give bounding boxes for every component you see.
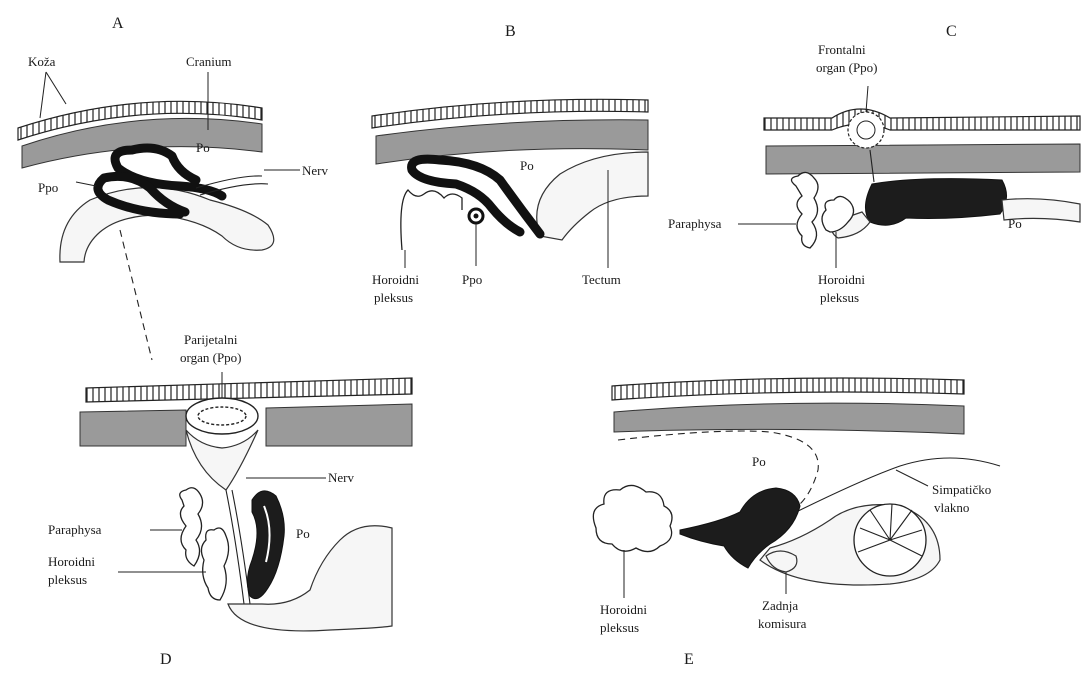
panel-e-choroid-plexus <box>593 485 672 551</box>
panel-d-paraphysa <box>180 488 203 566</box>
leader-a-ppo <box>76 182 96 186</box>
panel-a: A Koža Cranium Po Nerv Ppo <box>18 15 328 360</box>
label-d-paraphysa: Paraphysa <box>48 522 102 537</box>
leader-e-sympathetic <box>896 470 928 486</box>
label-c-frontal-1: Frontalni <box>818 42 866 57</box>
panel-e-skin <box>612 378 964 400</box>
label-b-ppo: Ppo <box>462 272 482 287</box>
label-d-parietal-1: Parijetalni <box>184 332 238 347</box>
label-e-commissure-1: Zadnja <box>762 598 798 613</box>
panel-d-cranium-left <box>80 410 186 446</box>
label-c-frontal-2: organ (Ppo) <box>816 60 878 75</box>
panel-a-to-d-guide <box>120 230 152 360</box>
label-c-paraphysa: Paraphysa <box>668 216 722 231</box>
label-c-po: Po <box>1008 216 1022 231</box>
label-c-plexus-2: pleksus <box>820 290 859 305</box>
panel-d-parietal-lumen <box>198 407 246 425</box>
label-e-sympathetic-1: Simpatičko <box>932 482 991 497</box>
leader-skin-2 <box>46 72 66 104</box>
panel-d-cranium-right <box>266 404 412 446</box>
label-e-plexus-1: Horoidni <box>600 602 647 617</box>
label-a-ppo: Ppo <box>38 180 58 195</box>
panel-c-paraphysa <box>791 172 818 248</box>
panel-b-choroid-plexus <box>401 190 462 250</box>
label-a-po: Po <box>196 140 210 155</box>
label-e-po: Po <box>752 454 766 469</box>
label-e-plexus-2: pleksus <box>600 620 639 635</box>
panel-e-commissure <box>766 551 797 572</box>
panel-d-nerve <box>226 490 250 604</box>
panel-d-skin <box>86 378 412 402</box>
panel-e-letter: E <box>684 651 694 668</box>
label-b-po: Po <box>520 158 534 173</box>
panel-e: E Po Simpatičko vlakno Horoidni pleksus … <box>593 378 1000 668</box>
label-e-commissure-2: komisura <box>758 616 807 631</box>
label-a-cranium: Cranium <box>186 54 232 69</box>
panel-e-cranium <box>614 403 964 434</box>
label-d-plexus-1: Horoidni <box>48 554 95 569</box>
leader-skin-1 <box>40 72 46 118</box>
panel-c-frontal-organ-core <box>857 121 875 139</box>
panel-d: D Parijetalni organ (Ppo) Nerv Paraphysa… <box>48 332 412 668</box>
label-b-plexus-2: pleksus <box>374 290 413 305</box>
label-a-nerve: Nerv <box>302 163 328 178</box>
label-b-tectum: Tectum <box>582 272 621 287</box>
label-e-sympathetic-2: vlakno <box>934 500 969 515</box>
panel-c: C Frontalni organ (Ppo) Paraphysa Po Hor… <box>668 23 1080 305</box>
panel-d-choroid-plexus <box>201 528 228 600</box>
panel-c-skin <box>764 109 1080 130</box>
panel-b-letter: B <box>505 23 516 40</box>
label-d-parietal-2: organ (Ppo) <box>180 350 242 365</box>
label-a-skin: Koža <box>28 54 56 69</box>
panel-d-po <box>247 491 284 599</box>
label-c-plexus-1: Horoidni <box>818 272 865 287</box>
panel-b-tectum <box>537 152 648 240</box>
panel-a-letter: A <box>112 15 124 32</box>
panel-c-cranium <box>766 144 1080 174</box>
label-d-nerve: Nerv <box>328 470 354 485</box>
panel-d-stalk <box>186 430 258 490</box>
panel-d-letter: D <box>160 651 172 668</box>
panel-c-letter: C <box>946 23 957 40</box>
leader-c-frontal <box>866 86 868 112</box>
panel-b-ppo-core <box>474 214 479 219</box>
panel-b: B Po Horoidni pleksus Ppo Tectum <box>372 23 648 305</box>
label-d-plexus-2: pleksus <box>48 572 87 587</box>
label-d-po: Po <box>296 526 310 541</box>
label-b-plexus-1: Horoidni <box>372 272 419 287</box>
panel-c-po <box>865 179 1006 226</box>
